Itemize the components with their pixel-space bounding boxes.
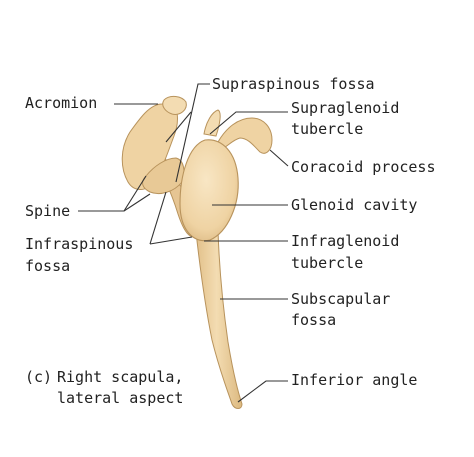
acromion-shape [121, 101, 178, 190]
acromion-tip [162, 95, 187, 115]
label-acromion: Acromion [25, 94, 97, 112]
label-infraglenoid-line1: Infraglenoid [291, 232, 399, 250]
label-supraspinous-fossa: Supraspinous fossa [212, 75, 375, 93]
label-subscapular-line1: Subscapular [291, 290, 390, 308]
label-supraglenoid-line2: tubercle [291, 120, 363, 138]
leader-supraspinous [175, 83, 210, 183]
label-subscapular-line2: fossa [291, 311, 336, 329]
label-infraglenoid-line2: tubercle [291, 254, 363, 272]
label-infraspinous-line2: fossa [25, 257, 70, 275]
leader-coracoid [269, 149, 289, 167]
label-inferior-angle: Inferior angle [291, 371, 417, 389]
caption-line2: lateral aspect [57, 389, 183, 407]
leader-infraspinous-branch [149, 236, 193, 245]
label-infraspinous-line1: Infraspinous [25, 235, 133, 253]
leader-inferior-angle [237, 380, 288, 403]
label-coracoid-process: Coracoid process [291, 158, 436, 176]
coracoid-process-shape [217, 117, 273, 154]
labels: Acromion Supraspinous fossa Supraglenoid… [25, 75, 436, 389]
figure-caption: (c) Right scapula, lateral aspect [25, 368, 183, 407]
leader-spine-lower [123, 193, 151, 212]
label-spine: Spine [25, 202, 70, 220]
leader-lines [78, 83, 289, 403]
caption-tag: (c) [25, 368, 52, 386]
glenoid-cavity-shape [179, 139, 239, 242]
caption-line1: Right scapula, [57, 368, 183, 386]
label-supraglenoid-line1: Supraglenoid [291, 99, 399, 117]
leader-infraspinous [149, 191, 167, 245]
leader-supraglenoid [209, 111, 288, 135]
scapula-body [195, 229, 243, 409]
scapula-bone [121, 95, 273, 409]
label-glenoid-cavity: Glenoid cavity [291, 196, 417, 214]
leader-supraspinous-branch [165, 111, 192, 143]
